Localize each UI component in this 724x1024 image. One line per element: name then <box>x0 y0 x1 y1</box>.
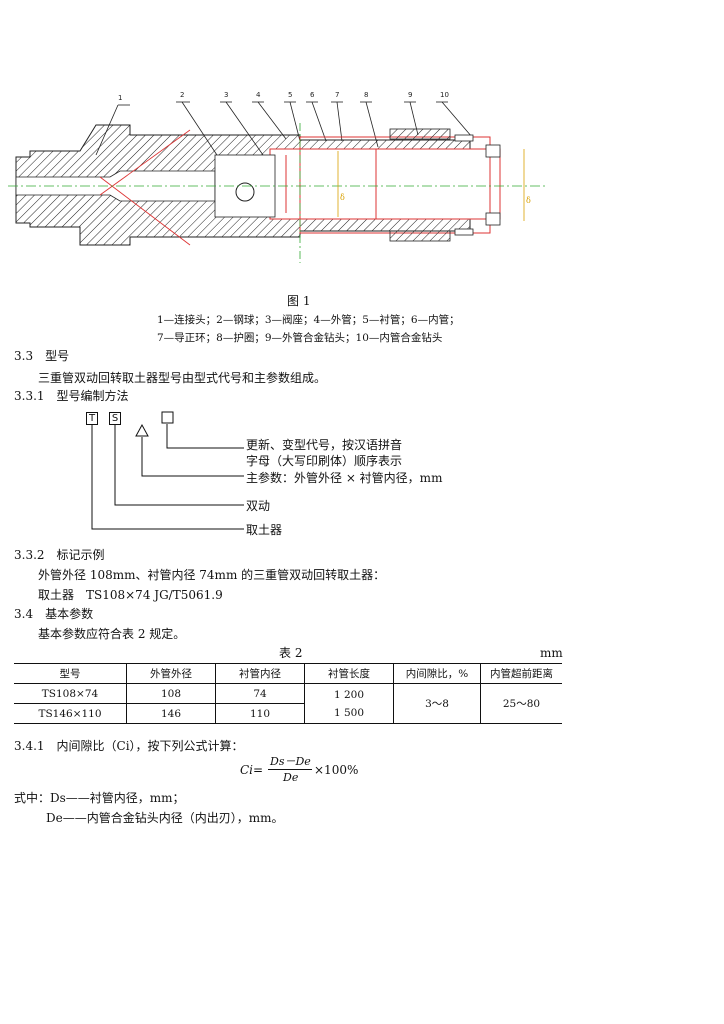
table-header-cell: 型号 <box>14 663 127 684</box>
table-cell: 146 <box>126 703 216 724</box>
marking-example: 取土器 TS108×74 JG/T5061.9 <box>38 588 223 602</box>
part-number: 8 <box>364 91 368 99</box>
table-row: TS146×110 146 110 <box>14 703 562 724</box>
table-header-cell: 衬管长度 <box>304 663 394 684</box>
code-desc-double: 双动 <box>246 499 271 513</box>
code-desc-update-1: 更新、变型代号，按汉语拼音 <box>246 438 403 452</box>
table-header-row: 型号 外管外径 衬管内径 衬管长度 内间隙比，% 内管超前距离 <box>14 663 562 684</box>
code-desc-main-param: 主参数：外管外径 × 衬管内径，mm <box>246 471 443 485</box>
table-cell-length: 1 200 1 500 <box>304 683 394 724</box>
section-heading-3-3-1: 3.3.1 型号编制方法 <box>14 389 129 403</box>
part-number: 2 <box>180 91 184 99</box>
triangle-icon <box>135 423 149 437</box>
parameters-table: 型号 外管外径 衬管内径 衬管长度 内间隙比，% 内管超前距离 TS108×74… <box>14 663 562 724</box>
part-number: 9 <box>408 91 412 99</box>
dimension-markers <box>337 149 525 221</box>
table-cell: 74 <box>215 683 305 704</box>
where-ds: 式中：Ds——衬管内径，mm； <box>14 791 185 805</box>
part-number: 5 <box>288 91 292 99</box>
table-header-cell: 外管外径 <box>126 663 216 684</box>
formula-lhs: Ci= <box>240 763 264 777</box>
section-text-3-3-2: 外管外径 108mm、衬管内径 74mm 的三重管双动回转取土器： <box>38 568 386 582</box>
code-desc-sampler: 取土器 <box>246 523 283 537</box>
table-unit: mm <box>540 646 563 660</box>
table-cell: 108 <box>126 683 216 704</box>
section-heading-3-4-1: 3.4.1 内间隙比（Ci），按下列公式计算： <box>14 739 244 753</box>
part-number: 1 <box>118 94 122 102</box>
table-cell: TS108×74 <box>14 683 127 704</box>
where-de: De——内管合金钻头内径（内出刃），mm。 <box>46 811 284 825</box>
part-number: 6 <box>310 91 315 99</box>
table-cell-clearance: 3～8 <box>393 683 481 724</box>
code-box-s: S <box>109 412 121 425</box>
sampler-body <box>15 124 501 246</box>
table-cell: 1 200 <box>333 688 365 701</box>
formula-numerator: Ds－De <box>270 755 311 768</box>
part-number: 4 <box>256 91 261 99</box>
code-bracket-diagram <box>91 411 244 530</box>
section-heading-3-3-2: 3.3.2 标记示例 <box>14 548 105 562</box>
leader-lines <box>95 101 473 194</box>
figure-legend-line-2: 7—导正环；8—护圈；9—外管合金钻头；10—内管合金钻头 <box>157 332 443 344</box>
fraction-bar <box>268 769 312 770</box>
dimension-labels: δ δ <box>340 193 531 205</box>
table-header-cell: 衬管内径 <box>215 663 305 684</box>
part-number: 10 <box>440 91 449 99</box>
table-header-cell: 内管超前距离 <box>480 663 562 684</box>
section-text-3-3: 三重管双动回转取土器型号由型式代号和主参数组成。 <box>38 371 327 385</box>
figure-legend-line-1: 1—连接头；2—钢球；3—阀座；4—外管；5—衬管；6—内管； <box>157 314 460 326</box>
part-number-labels: 1 2 3 4 5 6 7 8 9 10 <box>118 91 449 102</box>
figure-1-drawing: 1 2 3 4 5 6 7 8 9 10 <box>8 91 548 263</box>
code-desc-update-2: 字母（大写印刷体）顺序表示 <box>246 454 403 468</box>
part-number: 3 <box>224 91 228 99</box>
table-header-cell: 内间隙比，% <box>393 663 481 684</box>
square-box-icon <box>161 411 174 424</box>
table-cell-lead: 25～80 <box>480 683 562 724</box>
formula-denominator: De <box>283 771 299 784</box>
section-text-3-4: 基本参数应符合表 2 规定。 <box>38 627 186 641</box>
code-box-t: T <box>86 412 98 425</box>
table-cell: 110 <box>215 703 305 724</box>
table-cell: TS146×110 <box>14 703 127 724</box>
table-title: 表 2 <box>279 646 303 660</box>
drill-bits <box>389 128 501 242</box>
table-row: TS108×74 108 74 1 200 1 500 3～8 25～80 <box>14 683 562 724</box>
dimension-label: δ <box>526 196 531 205</box>
section-heading-3-3: 3.3 型号 <box>14 349 70 363</box>
part-number: 7 <box>335 91 339 99</box>
bracket-lines <box>91 424 244 530</box>
figure-caption: 图 1 <box>287 294 311 308</box>
section-heading-3-4: 3.4 基本参数 <box>14 607 94 621</box>
dimension-label: δ <box>340 193 345 202</box>
formula-rhs: ×100% <box>314 763 359 777</box>
table-cell: 1 500 <box>333 706 365 719</box>
